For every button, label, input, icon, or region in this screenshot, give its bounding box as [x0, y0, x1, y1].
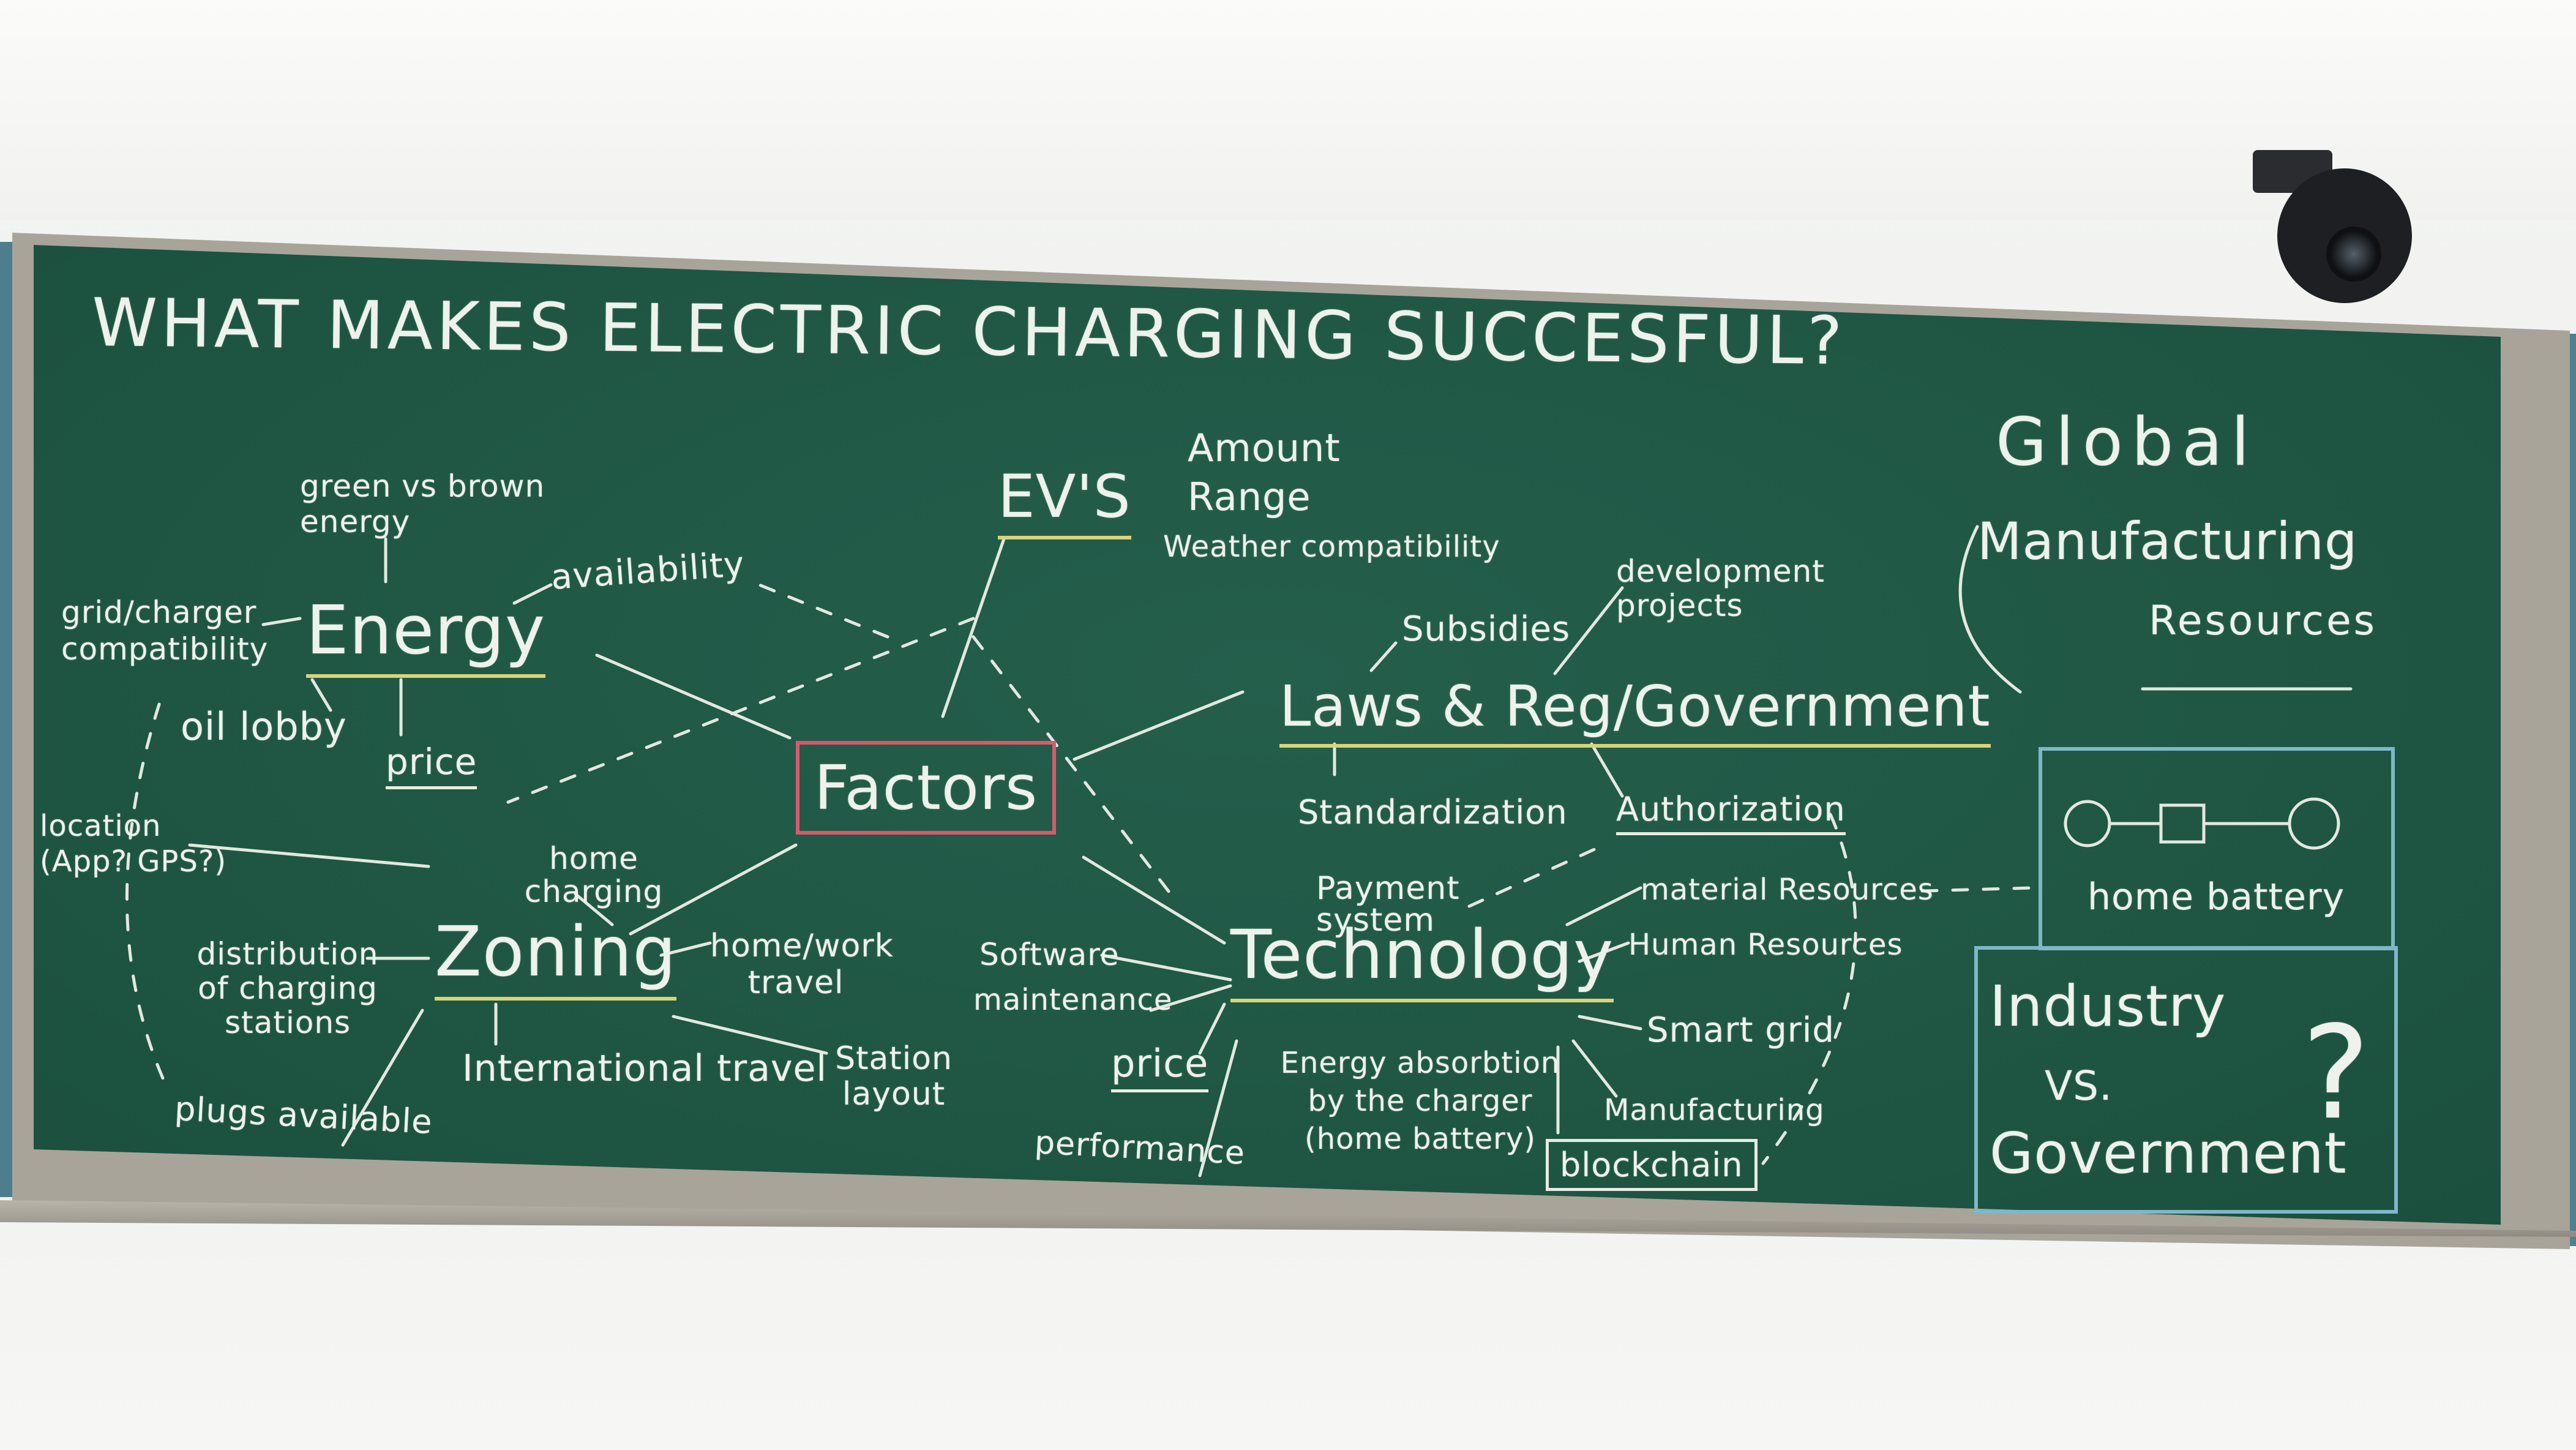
laws-subsidies: Subsidies [1402, 609, 1571, 649]
zoning-node: Zoning [435, 912, 677, 1001]
tech-material: material Resources [1641, 873, 1934, 907]
home-battery-box [2039, 747, 2395, 950]
energy-grid: grid/charger compatibility [61, 595, 269, 667]
industry-label: Industry [1990, 974, 2226, 1039]
home-battery-label: home battery [2087, 876, 2345, 918]
security-camera-icon [2277, 168, 2412, 303]
zoning-home-charging: home charging [524, 841, 664, 909]
tech-price: price [1111, 1041, 1209, 1092]
global-resources: Resources [2149, 597, 2378, 644]
laws-development: development projects [1616, 554, 1825, 623]
energy-green-brown: green vs brown energy [300, 468, 545, 539]
evs-node: EV'S [998, 462, 1131, 539]
tech-manufacturing: Manufacturing [1604, 1093, 1825, 1127]
global-label: Global [1996, 404, 2258, 481]
zoning-international: International travel [462, 1047, 828, 1090]
industry-box [1974, 946, 2398, 1214]
evs-weather: Weather compatibility [1163, 530, 1500, 564]
zoning-station-layout: Station layout [835, 1040, 953, 1113]
tech-energy-absorption: Energy absorbtion by the charger (home b… [1280, 1046, 1560, 1156]
global-manufacturing: Manufacturing [1977, 511, 2358, 571]
energy-node: Energy [306, 591, 546, 678]
tech-human: Human Resources [1628, 928, 1903, 962]
tech-smart-grid: Smart grid [1647, 1010, 1835, 1050]
zoning-home-work: home/work travel [710, 928, 894, 1001]
zoning-location: location (App? GPS?) [40, 809, 227, 879]
industry-vs: VS. [2045, 1062, 2113, 1110]
government-label: Government [1990, 1121, 2347, 1186]
laws-authorization: Authorization [1616, 790, 1846, 835]
tech-maintenance: maintenance [973, 983, 1173, 1017]
chalkboard [34, 245, 2501, 1225]
tech-payment: Payment system [1316, 870, 1460, 939]
energy-price: price [386, 741, 477, 789]
wall [0, 0, 2576, 220]
laws-node: Laws & Reg/Government [1279, 674, 1991, 748]
technology-node: Technology [1230, 915, 1614, 1002]
energy-oil-lobby: oil lobby [181, 704, 347, 749]
tech-blockchain: blockchain [1546, 1139, 1758, 1191]
laws-standardization: Standardization [1298, 793, 1568, 832]
factors-node: Factors [796, 741, 1057, 835]
question-mark: ? [2302, 998, 2371, 1148]
zoning-distribution: distribution of charging stations [197, 936, 379, 1040]
evs-amount: Amount [1188, 426, 1341, 470]
tech-software: Software [979, 937, 1120, 972]
evs-range: Range [1188, 475, 1311, 519]
